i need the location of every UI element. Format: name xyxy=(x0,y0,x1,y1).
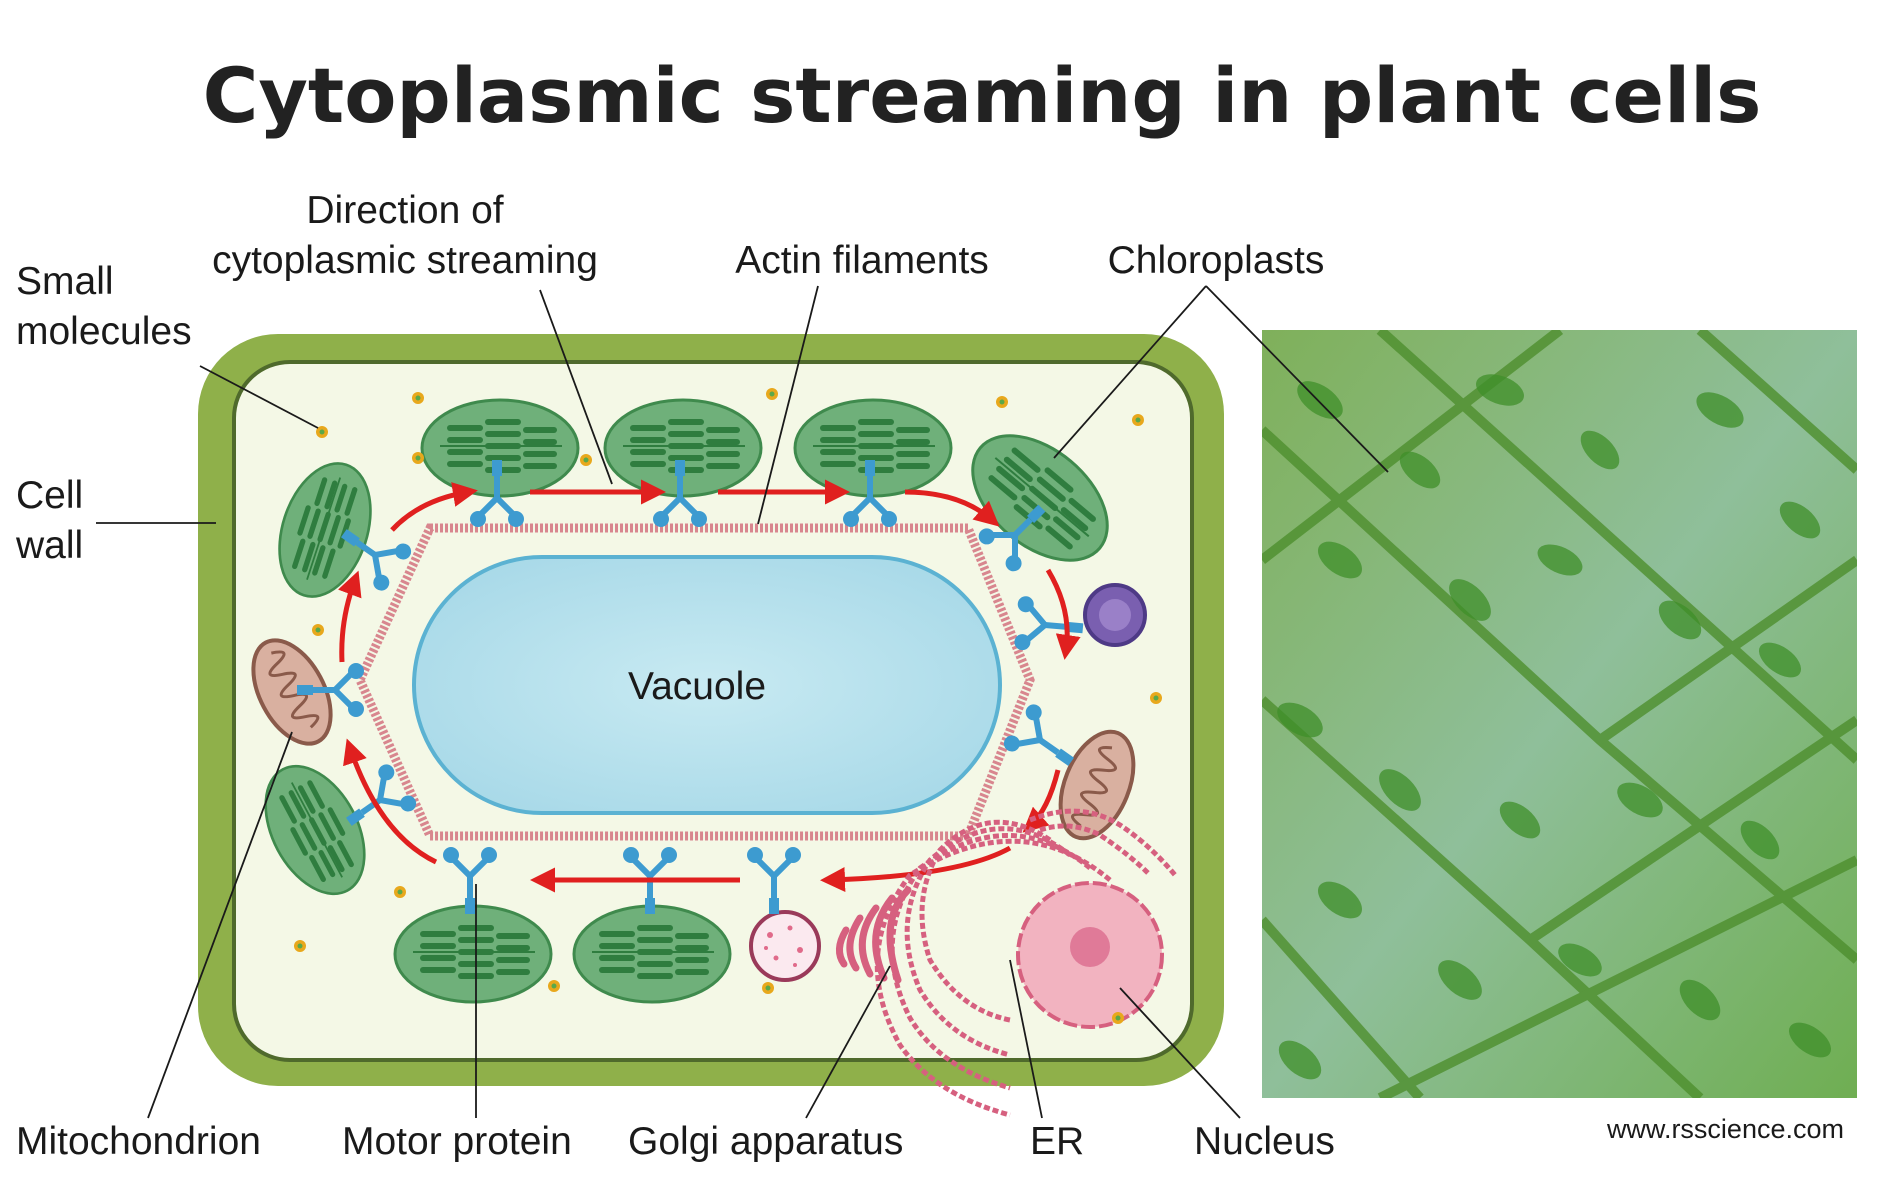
plant-cell: Vacuole xyxy=(198,334,1224,1118)
streaming-arrows xyxy=(338,479,1081,893)
diagram-title: Cytoplasmic streaming in plant cells xyxy=(203,51,1762,140)
label-golgi-apparatus: Golgi apparatus xyxy=(628,1120,903,1163)
label-small-molecules-line1: Small xyxy=(16,260,114,303)
credit-url: www.rsscience.com xyxy=(1606,1114,1844,1144)
micrograph xyxy=(1262,330,1857,1098)
label-motor-protein: Motor protein xyxy=(342,1120,572,1163)
label-direction-line2: cytoplasmic streaming xyxy=(212,239,598,282)
label-small-molecules-line2: molecules xyxy=(16,310,192,353)
label-cell-wall-line1: Cell xyxy=(16,474,83,517)
endoplasmic-reticulum xyxy=(874,808,1177,1118)
labels: Small molecules Cell wall Direction of c… xyxy=(15,189,1844,1163)
chloroplast-bottom-2 xyxy=(574,906,730,1002)
label-er: ER xyxy=(1030,1120,1084,1163)
label-mitochondrion: Mitochondrion xyxy=(16,1120,261,1163)
chloroplast-bottom-1 xyxy=(395,906,551,1002)
vesicle xyxy=(749,910,821,982)
label-nucleus: Nucleus xyxy=(1194,1120,1335,1163)
vacuole-label: Vacuole xyxy=(628,665,766,708)
label-actin-filaments: Actin filaments xyxy=(735,239,989,282)
label-chloroplasts: Chloroplasts xyxy=(1108,239,1325,282)
label-cell-wall-line2: wall xyxy=(15,524,83,567)
vacuole xyxy=(412,555,1002,815)
label-direction-line1: Direction of xyxy=(306,189,503,232)
leader-lines xyxy=(96,285,1389,1119)
nucleolus xyxy=(1070,927,1110,967)
